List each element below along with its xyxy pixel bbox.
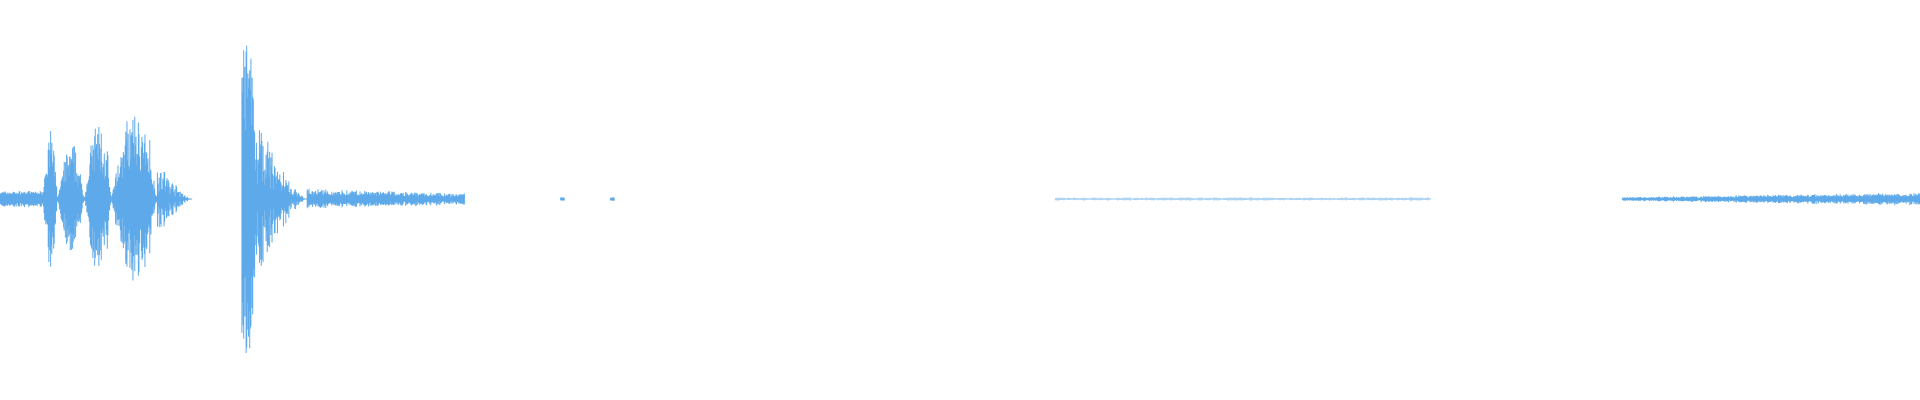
waveform-segment (57, 146, 85, 251)
waveform-segment (0, 190, 43, 208)
waveform-segment (41, 131, 58, 267)
waveform-segment (83, 126, 112, 266)
waveform-path (252, 130, 308, 278)
waveform-path (41, 131, 58, 267)
waveform-segment (252, 130, 308, 278)
waveform-path (83, 126, 112, 266)
waveform-segment (1055, 197, 1431, 201)
waveform-path (610, 197, 615, 201)
waveform-segment (560, 197, 565, 201)
waveform-path (560, 197, 565, 201)
waveform-path (1055, 197, 1431, 201)
waveform-path (1621, 193, 1920, 206)
waveform-path (306, 188, 465, 209)
waveform-segment (306, 188, 465, 209)
waveform-path (110, 116, 158, 281)
waveform-segment (241, 45, 254, 353)
waveform-path (241, 45, 254, 353)
waveform-path (156, 171, 193, 228)
waveform-segment (110, 116, 158, 281)
waveform-segment (156, 171, 193, 228)
waveform-path (57, 146, 85, 251)
waveform-group (0, 45, 1920, 353)
waveform-segment (1621, 193, 1920, 206)
waveform-path (0, 190, 43, 208)
waveform-segment (610, 197, 615, 201)
